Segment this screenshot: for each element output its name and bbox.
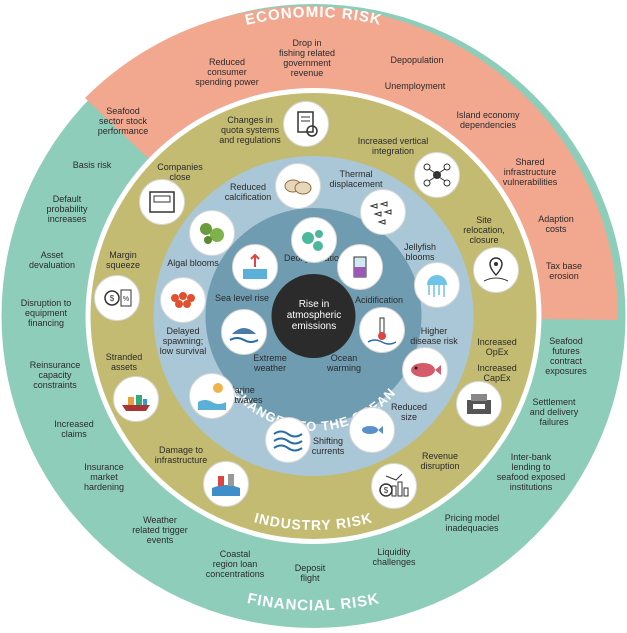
svg-text:$: $ — [384, 486, 389, 495]
algae-icon — [189, 210, 235, 256]
storm-icon — [221, 309, 267, 355]
financial-item: Liquidity challenges — [372, 546, 416, 567]
diseased-fish-icon — [402, 347, 448, 393]
financial-item: Inter-bank lending to seafood exposed in… — [496, 451, 566, 493]
economic-item: Shared infrastructure vulnerabilities — [502, 156, 558, 188]
ocean-inner-item: Ocean warming — [326, 352, 362, 373]
stranded-ship-icon — [113, 376, 159, 422]
jellyfish-icon — [414, 262, 460, 308]
acidification-icon — [337, 244, 383, 290]
financial-item: Increased claims — [54, 418, 94, 439]
industry-item: Site relocation, closure — [463, 214, 505, 246]
economic-item: Drop in fishing related government reven… — [278, 37, 336, 79]
financial-item: Settlement and delivery failures — [529, 396, 579, 428]
financial-item: Seafood futures contract exposures — [545, 335, 587, 377]
economic-item: Unemployment — [384, 80, 446, 91]
network-integration-icon — [414, 152, 460, 198]
ocean-inner-item: Sea level rise — [214, 292, 270, 303]
industry-risk-title: INDUSTRY RISK — [253, 509, 374, 533]
heatwave-icon — [189, 373, 235, 419]
center-circle — [271, 274, 356, 358]
financial-item: Disruption to equipment financing — [20, 297, 72, 329]
financial-item: Reinsurance capacity constraints — [29, 359, 81, 391]
svg-text:$: $ — [110, 294, 115, 303]
financial-item: Deposit flight — [294, 562, 326, 583]
currents-icon — [265, 417, 311, 463]
economic-item: Adaption costs — [538, 213, 574, 234]
financial-item: Asset devaluation — [28, 249, 76, 270]
industry-item: Stranded assets — [105, 351, 143, 372]
oyster-icon — [275, 163, 321, 209]
ocean-outer-item: Reduced calcification — [224, 181, 272, 202]
fish-eggs-icon — [160, 277, 206, 323]
ocean-outer-item: Algal blooms — [167, 257, 219, 268]
center-label: Rise in atmospheric emissions — [286, 299, 342, 333]
financial-item: Seafood sector stock performance — [97, 105, 149, 137]
damaged-infrastructure-icon — [203, 461, 249, 507]
industry-item: Increased OpEx — [477, 336, 517, 357]
financial-item: Insurance market hardening — [83, 461, 125, 493]
ocean-outer-item: Reduced size — [390, 401, 428, 422]
economic-item: Tax base erosion — [545, 260, 583, 281]
ocean-inner-item: Acidification — [354, 294, 404, 305]
industry-item: Increased vertical integration — [357, 135, 429, 156]
quota-document-icon — [283, 101, 329, 147]
industry-item: Companies close — [157, 161, 203, 182]
oxygen-bubbles-icon — [291, 217, 337, 263]
economic-item: Depopulation — [390, 54, 444, 65]
closed-shop-icon — [139, 179, 185, 225]
industry-item: Increased CapEx — [477, 362, 517, 383]
financial-item: Default probability increases — [46, 193, 88, 225]
relocation-map-icon — [473, 247, 519, 293]
economic-item: Reduced consumer spending power — [195, 56, 259, 88]
margin-percent-icon: $% — [94, 275, 140, 321]
svg-text:%: % — [123, 296, 129, 303]
cost-meter-icon — [456, 381, 502, 427]
ocean-outer-item: Higher disease risk — [410, 325, 458, 346]
fish-school-icon — [360, 189, 406, 235]
industry-item: Changes in quota systems and regulations — [219, 114, 281, 146]
thermometer-icon — [359, 307, 405, 353]
ocean-outer-item: Jellyfish blooms — [403, 241, 437, 262]
industry-item: Revenue disruption — [420, 450, 460, 471]
ocean-outer-item: Marine heatwaves — [219, 384, 263, 405]
financial-item: Weather related trigger events — [132, 514, 188, 546]
economic-item: Island economy dependencies — [456, 109, 520, 130]
financial-item: Pricing model inadequacies — [444, 512, 500, 533]
financial-item: Coastal region loan concentrations — [205, 548, 265, 580]
industry-item: Damage to infrastructure — [154, 444, 208, 465]
ocean-inner-item: Extreme weather — [253, 352, 287, 373]
industry-item: Margin squeeze — [105, 249, 141, 270]
ocean-outer-item: Delayed spawning; low survival — [159, 325, 207, 357]
financial-item: Basis risk — [72, 159, 112, 170]
revenue-chart-icon: $ — [371, 463, 417, 509]
small-fish-icon — [349, 407, 395, 453]
ocean-outer-item: Shifting currents — [311, 435, 345, 456]
ocean-outer-item: Thermal displacement — [329, 168, 383, 189]
sea-level-icon — [232, 244, 278, 290]
